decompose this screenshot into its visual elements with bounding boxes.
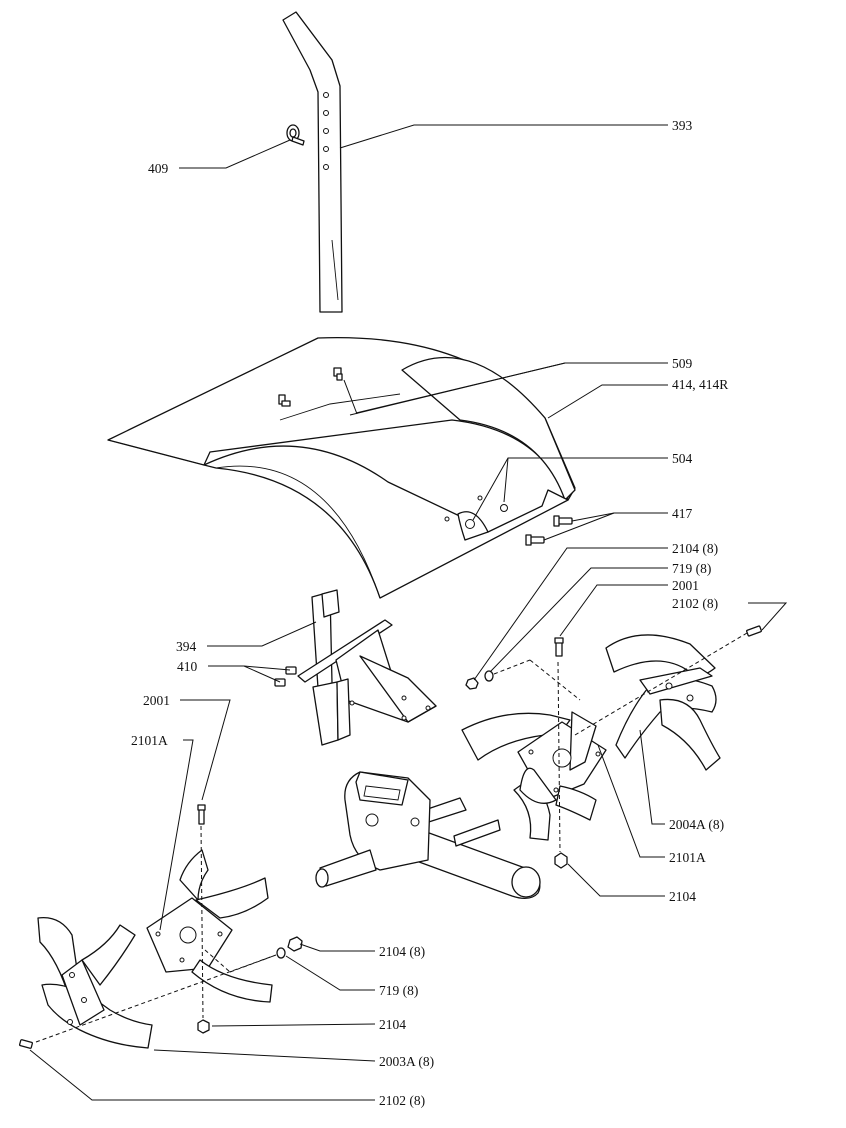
label-509: 509 (672, 356, 693, 371)
label-417: 417 (672, 506, 693, 521)
label-394: 394 (176, 639, 197, 654)
label-2104-right: 2104 (8) (672, 541, 718, 556)
pin-409 (286, 124, 305, 146)
part-labels: 393 409 509 414, 414R 504 417 2104 (8) 7… (131, 118, 728, 1108)
label-414: 414, 414R (672, 377, 728, 392)
leader-lines (29, 124, 788, 1101)
depth-bar-393 (282, 11, 343, 313)
tine-2004A-hub (461, 711, 607, 841)
label-2001-left: 2001 (143, 693, 170, 708)
label-2104-mid: 2104 (669, 889, 696, 904)
bolts-410 (274, 666, 297, 687)
label-2102-left: 2102 (8) (379, 1093, 425, 1108)
gearbox-axle (315, 771, 541, 900)
label-2101A-left: 2101A (131, 733, 168, 748)
alignment-lines (35, 632, 748, 1043)
bracket-394 (297, 589, 437, 746)
right-hardware (465, 625, 762, 869)
label-2104-left: 2104 (8) (379, 944, 425, 959)
label-393: 393 (672, 118, 693, 133)
tine-2003A (37, 916, 153, 1049)
tine-2004A (605, 634, 721, 771)
label-2001-right: 2001 (672, 578, 699, 593)
bolts-509 (278, 367, 343, 407)
bolts-417 (525, 515, 573, 546)
left-hardware (19, 936, 303, 1049)
tine-2101A-left (146, 804, 273, 1003)
label-719-left: 719 (8) (379, 983, 418, 998)
label-2003A: 2003A (8) (379, 1054, 434, 1069)
label-2004A: 2004A (8) (669, 817, 724, 832)
label-2104-bottom: 2104 (379, 1017, 406, 1032)
label-409: 409 (148, 161, 169, 176)
tine-shield-414 (107, 336, 576, 599)
label-410: 410 (177, 659, 198, 674)
label-2102-right: 2102 (8) (672, 596, 718, 611)
label-504: 504 (672, 451, 693, 466)
label-719-right: 719 (8) (672, 561, 711, 576)
label-2101A-right: 2101A (669, 850, 706, 865)
